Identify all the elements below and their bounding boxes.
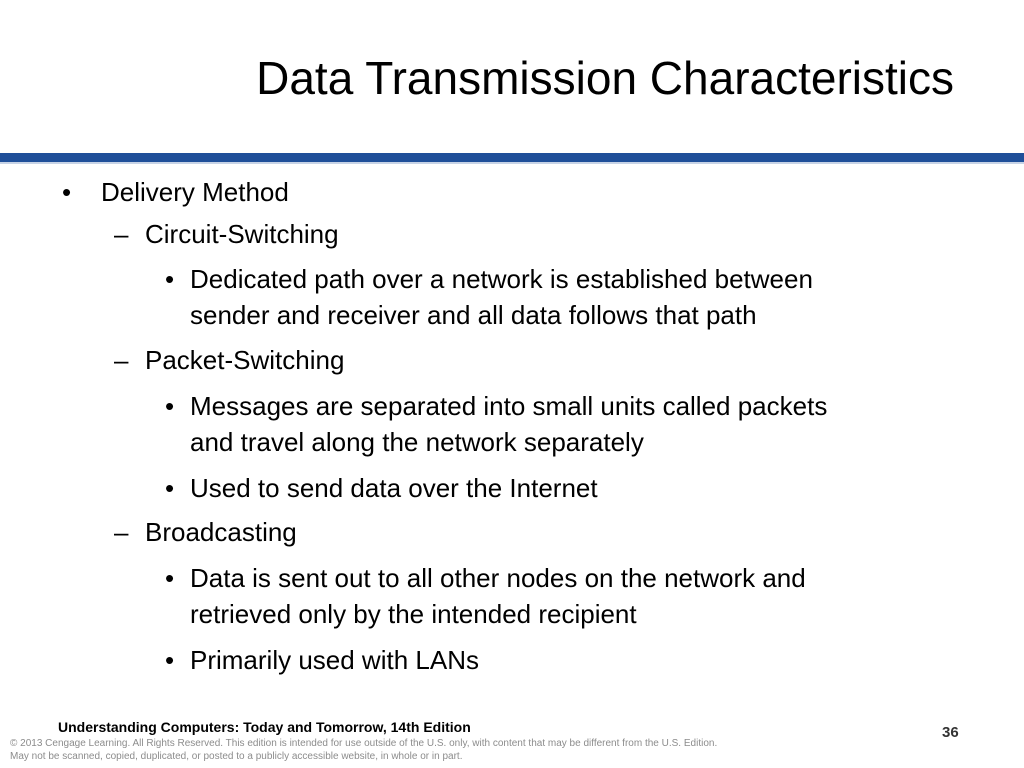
copyright-line-1: © 2013 Cengage Learning. All Rights Rese… [10, 738, 718, 749]
circuit-detail-line-1: Dedicated path over a network is establi… [190, 264, 813, 294]
dash-marker: – [114, 219, 129, 249]
bullet-marker: • [165, 264, 175, 294]
bullet-marker: • [165, 473, 175, 503]
subbullet-broadcasting: Broadcasting [145, 517, 297, 547]
bullet-marker: • [165, 563, 175, 593]
subbullet-circuit-switching: Circuit-Switching [145, 219, 339, 249]
slide-title: Data Transmission Characteristics [256, 52, 954, 104]
page-number: 36 [942, 724, 959, 741]
footer-title: Understanding Computers: Today and Tomor… [58, 719, 471, 735]
packet-detail-2: Used to send data over the Internet [190, 473, 598, 503]
title-divider [0, 153, 1024, 164]
broadcast-detail-1-line-2: retrieved only by the intended recipient [190, 599, 637, 629]
bullet-marker: • [165, 645, 175, 675]
bullet-marker: • [62, 177, 72, 207]
copyright-notice: © 2013 Cengage Learning. All Rights Rese… [10, 737, 717, 763]
bullet-marker: • [165, 391, 175, 421]
dash-marker: – [114, 517, 129, 547]
subbullet-packet-switching: Packet-Switching [145, 345, 345, 375]
broadcast-detail-1-line-1: Data is sent out to all other nodes on t… [190, 563, 806, 593]
circuit-detail-line-2: sender and receiver and all data follows… [190, 300, 757, 330]
packet-detail-1-line-1: Messages are separated into small units … [190, 391, 828, 421]
packet-detail-1-line-2: and travel along the network separately [190, 427, 644, 457]
copyright-line-2: May not be scanned, copied, duplicated, … [10, 751, 463, 762]
broadcast-detail-2: Primarily used with LANs [190, 645, 479, 675]
bullet-delivery-method: Delivery Method [101, 177, 289, 207]
dash-marker: – [114, 345, 129, 375]
